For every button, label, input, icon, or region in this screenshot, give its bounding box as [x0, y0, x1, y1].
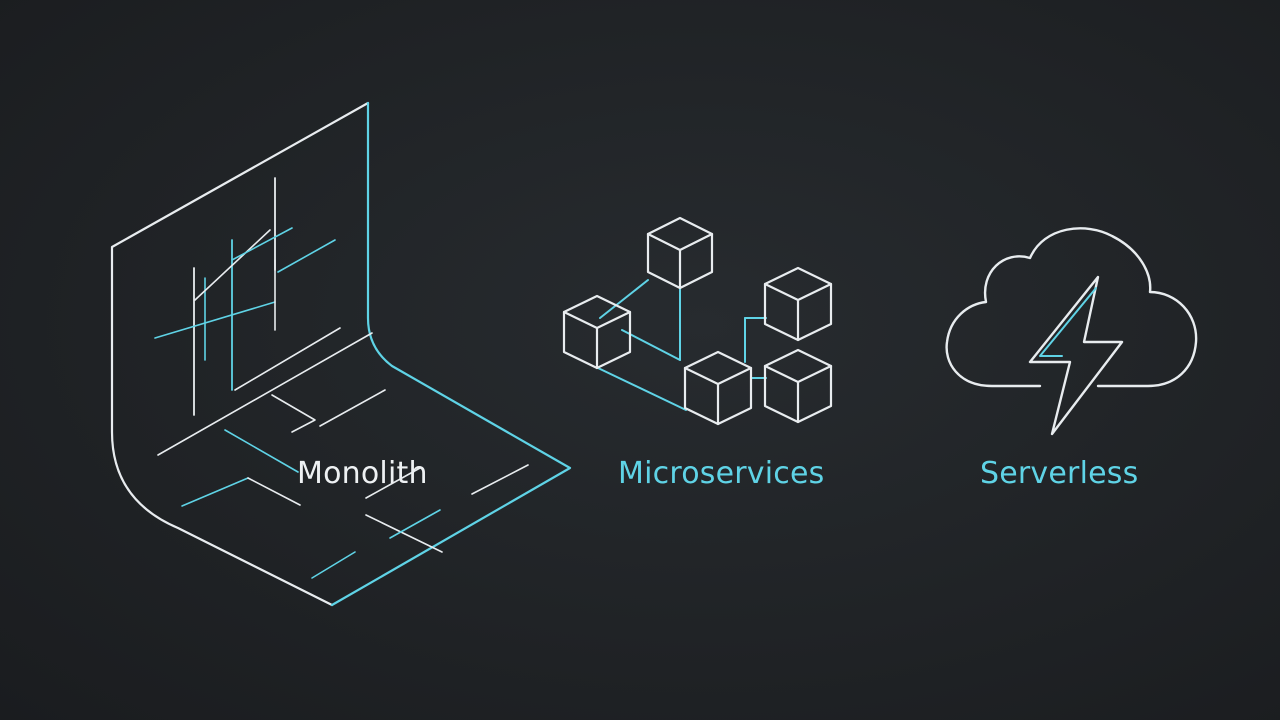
slab-fold-line	[157, 332, 373, 456]
connector-2	[621, 329, 681, 361]
slab-outline-white	[110, 101, 370, 607]
microservices-label: Microservices	[618, 456, 825, 491]
lightning-bolt	[1028, 275, 1124, 436]
connected-cubes-icon	[562, 216, 833, 426]
cube-connectors	[597, 279, 767, 411]
slab-outline-cyan	[330, 101, 572, 607]
connector-1	[599, 279, 649, 319]
cloud-outline	[945, 227, 1198, 388]
cube-3	[763, 266, 833, 342]
lightning-bolt-accent	[1039, 287, 1097, 357]
cube-4	[683, 350, 753, 426]
serverless-label: Serverless	[980, 456, 1139, 491]
floor-pattern	[181, 389, 529, 579]
cube-2	[562, 294, 632, 370]
cloud-lightning-icon	[945, 227, 1198, 436]
connector-4	[597, 367, 687, 411]
cube-1	[646, 216, 714, 290]
monolith-label: Monolith	[297, 456, 428, 491]
wall-pattern	[154, 177, 341, 416]
cube-5	[763, 348, 833, 424]
folded-slab-icon	[110, 101, 572, 607]
